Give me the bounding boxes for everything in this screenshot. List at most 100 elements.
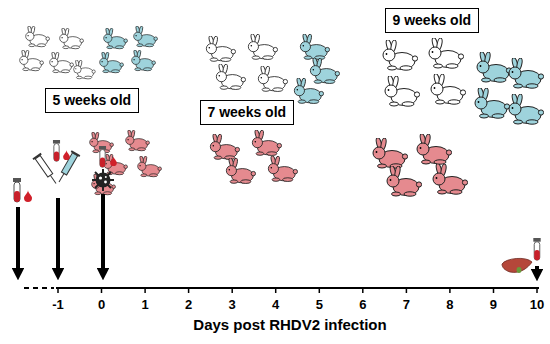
axis-tick-label: 9 (490, 297, 497, 312)
illustration-part (59, 173, 64, 182)
rabbit (248, 33, 277, 59)
axis-tick-label: 3 (229, 297, 236, 312)
timepoint-arrow (16, 207, 20, 274)
tick-number: 9 (490, 297, 497, 312)
illustration-part (92, 169, 114, 191)
illustration-part (32, 153, 41, 160)
rabbit (417, 133, 452, 164)
age-group-box: 7 weeks old (200, 100, 295, 125)
rabbit (429, 37, 464, 68)
rabbit (100, 51, 124, 72)
age-label: 9 weeks old (393, 12, 472, 29)
rabbit (310, 57, 339, 83)
rabbit-group-white (206, 33, 287, 91)
illustration-part (105, 176, 107, 178)
virus-icon (92, 169, 114, 191)
axis-tick-label: 0 (98, 297, 105, 312)
rabbit (373, 137, 408, 168)
tick-number: 6 (359, 297, 366, 312)
rabbit (475, 87, 510, 118)
rabbit (477, 51, 512, 82)
rabbit (268, 155, 297, 181)
axis-tick-label: 4 (272, 297, 279, 312)
rabbit (300, 33, 329, 59)
illustration-part (231, 288, 233, 293)
rabbit (210, 133, 239, 159)
tick-number: 8 (446, 297, 453, 312)
blood-drop-icon (24, 190, 32, 202)
rabbit (104, 27, 128, 48)
rabbit-group-blue (294, 33, 339, 103)
illustration-part (35, 156, 53, 177)
rabbit-group-red (90, 129, 162, 194)
liver-icon (502, 258, 532, 273)
illustration-part (188, 288, 190, 293)
tick-number: -1 (52, 297, 64, 312)
blood-tube-icon (13, 178, 21, 202)
rabbit (134, 25, 158, 46)
rabbit-group-blue (100, 25, 158, 72)
rabbit (138, 155, 162, 176)
illustration-part (502, 258, 532, 272)
illustration-part (449, 288, 451, 293)
illustration-part (536, 288, 538, 293)
rabbit (383, 39, 418, 70)
illustration-part (71, 150, 81, 157)
illustration-part (101, 288, 103, 293)
rabbit (20, 49, 44, 70)
age-label: 7 weeks old (208, 104, 287, 121)
illustration-part (95, 172, 111, 188)
axis-ticks (58, 288, 537, 293)
axis-tick-label: 2 (185, 297, 192, 312)
tick-number: 2 (185, 297, 192, 312)
illustration-part (95, 172, 111, 188)
rabbit (509, 57, 544, 88)
rabbit (385, 75, 420, 106)
tick-number: 5 (316, 297, 323, 312)
axis-tick-label: 5 (316, 297, 323, 312)
rabbit (104, 153, 128, 174)
illustration-part (275, 288, 277, 293)
age-group-box: 5 weeks old (45, 88, 140, 113)
tick-number: 1 (141, 297, 148, 312)
timeline-axis (56, 287, 539, 289)
blood-tube-icon (99, 146, 106, 167)
blood-tube-icon (53, 140, 60, 161)
rabbit (294, 77, 323, 103)
illustration-part (517, 267, 522, 273)
timeline-gap (24, 287, 54, 289)
rabbit (509, 93, 544, 124)
blood-drop-icon (110, 156, 117, 166)
timepoint-arrow (535, 266, 539, 275)
illustration-part (96, 173, 111, 188)
illustration-part (362, 288, 364, 293)
timepoint-arrows (18, 194, 537, 275)
tick-number: 10 (530, 297, 544, 312)
rabbit (26, 25, 50, 46)
rabbit (92, 173, 116, 194)
rabbit-group-white (20, 25, 96, 78)
rabbit (226, 157, 255, 183)
illustration-part (406, 288, 408, 293)
rabbit (132, 49, 156, 70)
rabbit-group-white (383, 37, 466, 106)
axis-tick-label: 6 (359, 297, 366, 312)
axis-tick-label: 10 (530, 297, 544, 312)
illustration-part (104, 181, 107, 184)
timepoint-arrow (56, 198, 60, 274)
rabbit (258, 65, 287, 91)
rabbit (433, 163, 468, 194)
tick-number: 4 (272, 297, 279, 312)
illustration-part (50, 175, 56, 183)
rabbit (206, 35, 235, 61)
rabbit (50, 51, 74, 72)
axis-title: Days post RHDV2 infection (193, 316, 386, 333)
illustration-part (99, 176, 102, 179)
rabbit (60, 27, 84, 48)
rabbit (252, 129, 281, 155)
rabbit (431, 73, 466, 104)
rabbit (387, 165, 422, 196)
illustration-part (493, 288, 495, 293)
